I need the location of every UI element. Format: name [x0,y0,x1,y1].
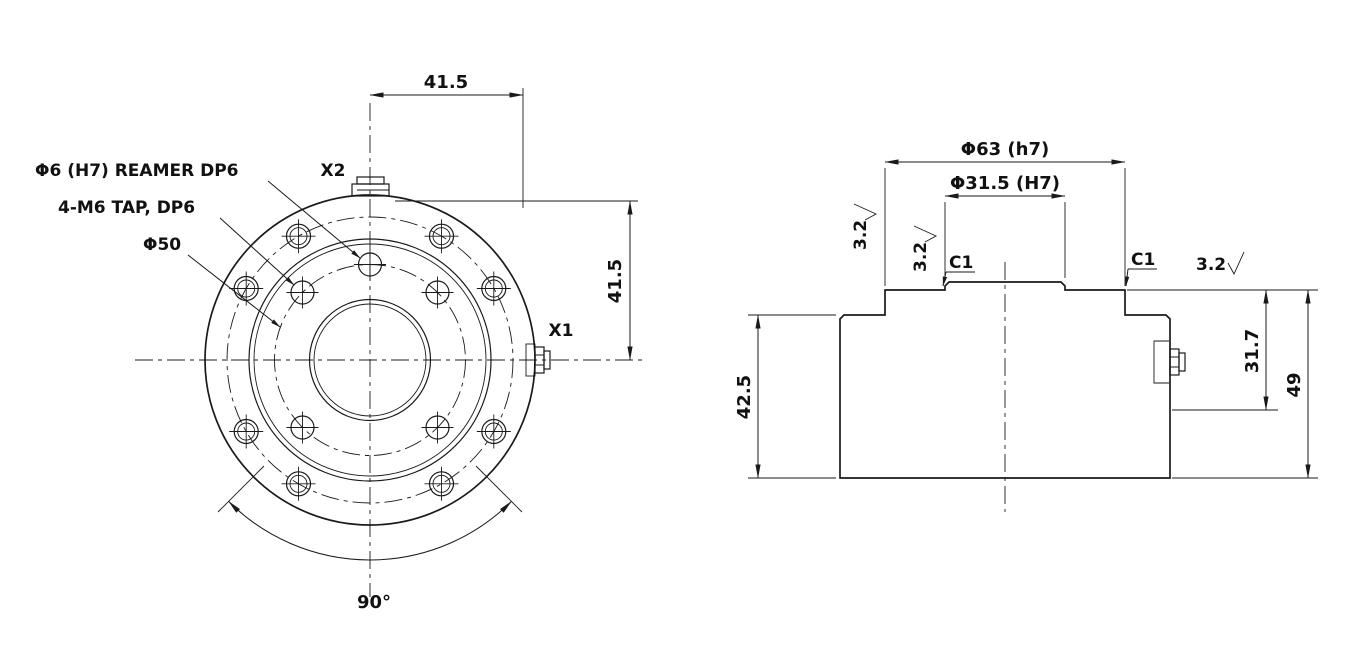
dia315-text: Φ31.5 (H7) [950,173,1060,194]
angle-tick-right [475,465,523,513]
tap-leader [219,217,295,286]
svg-text:C1: C1 [949,253,973,273]
connector-x1-label: X1 [549,321,574,341]
angle-text: 90° [357,592,391,613]
h425-text: 42.5 [734,375,755,419]
finish-mark-right: 3.2 [1196,251,1245,276]
finish-mark-inner: 3.2 [911,225,938,272]
reamer-leader [267,180,361,259]
front-view: X2 X1 Φ6 (H7) REAMER DP6 4-M6 TAP, DP6 Φ… [35,72,645,613]
bolt-circle-label: Φ50 [143,235,181,255]
svg-text:3.2: 3.2 [1196,255,1226,275]
finish-mark-outer: 3.2 [851,203,878,250]
reamer-note: Φ6 (H7) REAMER DP6 [35,161,239,181]
angle-arc [228,501,512,561]
side-profile [839,281,1171,479]
svg-text:3.2: 3.2 [911,242,931,272]
dim-right-text: 41.5 [605,259,626,303]
connector-x1-side [1153,340,1186,384]
svg-text:3.2: 3.2 [851,220,871,250]
h317-text: 31.7 [1242,329,1263,373]
side-view: Φ63 (h7) Φ31.5 (H7) 3.2 3.2 3.2 C1 C1 [734,139,1318,512]
dim-top-text: 41.5 [424,72,468,93]
dia63-text: Φ63 (h7) [961,139,1049,160]
connector-x1-front [525,343,551,377]
angle-tick-left [217,465,265,513]
svg-text:C1: C1 [1131,250,1155,270]
connector-x2 [351,176,390,197]
bolt-holes [229,219,511,501]
h49-text: 49 [1284,372,1305,397]
bolt-circle-leader [187,254,281,328]
tap-note: 4-M6 TAP, DP6 [58,198,195,218]
chamfer-callout-left: C1 [942,253,975,287]
chamfer-callout-right: C1 [1124,250,1157,287]
connector-x2-label: X2 [321,161,346,181]
